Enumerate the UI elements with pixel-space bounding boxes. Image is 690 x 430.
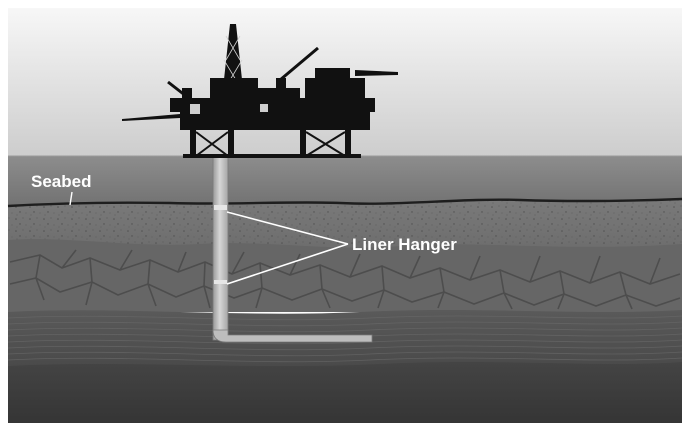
casing-joint: [214, 280, 227, 284]
liner-hanger-label: Liner Hanger: [352, 235, 457, 254]
sea-water: [8, 156, 682, 206]
liner-hanger-leaders: [226, 211, 349, 285]
strata-lines: [7, 315, 683, 363]
seabed-leader-line: [69, 191, 73, 206]
seabed-line: [7, 197, 683, 208]
rock-cracks: [9, 249, 681, 310]
bedrock-layer: [8, 362, 682, 423]
casing-joint: [214, 205, 227, 210]
seabed-label: Seabed: [31, 172, 91, 191]
oil-platform: [122, 24, 398, 158]
